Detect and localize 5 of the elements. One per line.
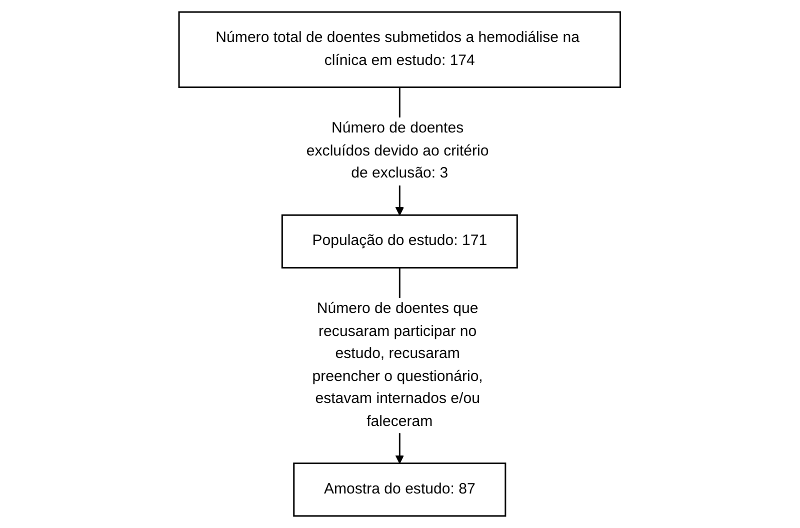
edge-label: Número de doentes que recusaram participar no estudo, recusaram preencher o questionário, estavam internados e/ou faleceram [312, 300, 484, 430]
node-box: Número total de doentes submetidos a hemodiálise na clínica em estudo: 174 [178, 11, 622, 88]
node-box: População do estudo: 171 [282, 214, 518, 268]
node-box: Amostra do estudo: 87 [293, 462, 507, 517]
edge-label: Número de doentes excluídos devido ao critério de exclusão: 3 [306, 119, 490, 182]
